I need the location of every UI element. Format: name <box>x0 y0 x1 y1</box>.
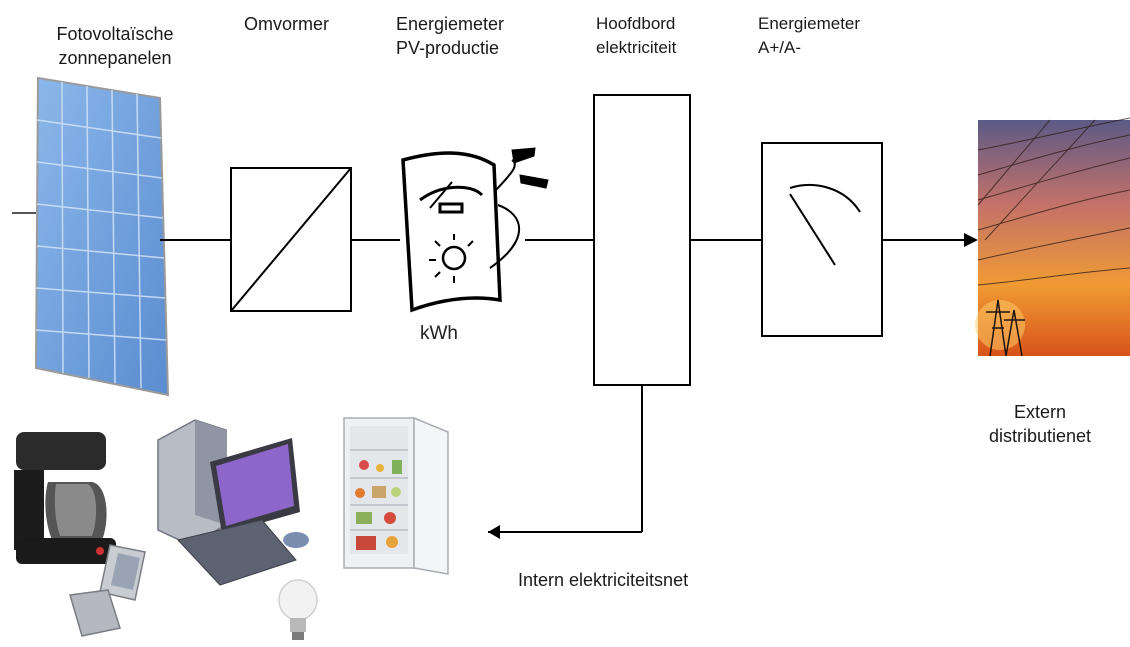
coffee-maker-icon <box>14 432 116 564</box>
label-main-board: Hoofdbord elektriciteit <box>596 14 677 57</box>
grid-meter-box <box>761 142 883 337</box>
power-lines-sunset-icon <box>975 117 1130 357</box>
label-pv-meter: Energiemeter PV-productie <box>396 14 505 58</box>
label-grid-meter: Energiemeter A+/A- <box>758 14 861 57</box>
label-internal-grid: Intern elektriciteitsnet <box>518 570 689 590</box>
arrow-to-internal-grid <box>488 525 500 539</box>
desktop-computer-icon <box>157 419 309 586</box>
light-bulb-icon <box>278 579 318 640</box>
solar-panel-icon <box>12 76 170 397</box>
inverter-box <box>230 167 352 312</box>
pv-meter-unit: kWh <box>420 323 458 344</box>
label-external-grid: Extern distributienet <box>988 402 1092 446</box>
label-pv-panels: Fotovoltaïsche zonnepanelen <box>56 24 174 68</box>
arrow-to-external-grid <box>964 233 978 247</box>
mobile-phone-icon <box>69 544 146 637</box>
meter-needle <box>789 193 836 266</box>
label-inverter: Omvormer <box>244 14 329 34</box>
energy-meter-icon <box>401 147 549 313</box>
connection-lines <box>160 239 975 533</box>
refrigerator-icon <box>343 416 449 575</box>
main-board-box <box>593 94 691 386</box>
